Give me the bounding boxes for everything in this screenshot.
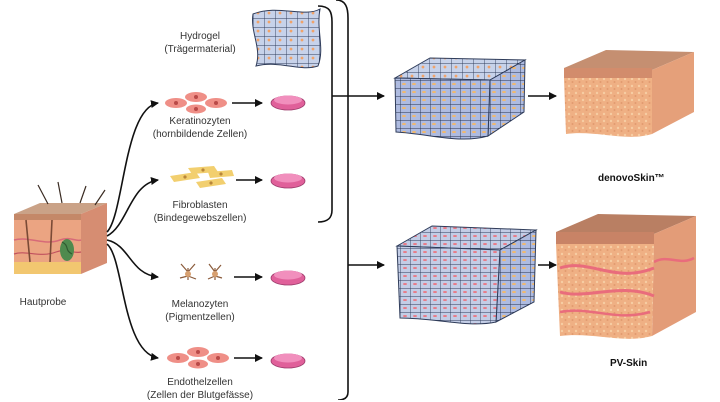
arrow-to-keratinocytes [106, 100, 159, 233]
grouping-brackets [317, 0, 349, 400]
petri-dish-keratinocytes [270, 95, 306, 111]
petri-dish-endothelial [270, 353, 306, 369]
fibroblast-cells [170, 166, 234, 188]
bracket-upper [317, 5, 333, 223]
arrow-to-fibroblasts [106, 177, 159, 237]
branch-arrows [106, 100, 159, 361]
endothelial-cells [167, 347, 229, 369]
fibroblasts-name: Fibroblasten [172, 200, 228, 211]
keratinocytes-description: (hornbildende Zellen) [152, 129, 248, 140]
label-denovoskin: denovoSkin™ [598, 173, 665, 184]
hydrogel-illustration [252, 8, 322, 69]
keratinocyte-cells [165, 92, 227, 114]
seeded-scaffold-denovo [393, 57, 527, 140]
hydrogel-name: Hydrogel [179, 31, 221, 42]
bracket-large [335, 0, 349, 400]
pvskin-illustration [556, 214, 696, 339]
melanocytes-description: (Pigmentzellen) [165, 312, 235, 323]
denovoskin-illustration [564, 50, 694, 137]
melanocyte-cells [179, 263, 223, 280]
hydrogel-description: (Trägermaterial) [164, 44, 236, 55]
label-keratinocytes: Keratinozyten (hornbildende Zellen) [130, 115, 270, 141]
arrow-to-endothelial [106, 243, 159, 361]
seeded-scaffold-pv [395, 225, 538, 325]
fibroblasts-description: (Bindegewebszellen) [153, 213, 247, 224]
skin-sample-illustration [13, 181, 107, 274]
label-fibroblasts: Fibroblasten (Bindegewebszellen) [130, 199, 270, 225]
endothelial-name: Endothelzellen [167, 377, 233, 388]
label-endothelial: Endothelzellen (Zellen der Blutgefässe) [125, 376, 275, 402]
petri-dish-fibroblasts [270, 173, 306, 189]
label-pvskin: PV-Skin [610, 358, 648, 369]
label-hautprobe: Hautprobe [6, 296, 80, 309]
melanocytes-name: Melanozyten [171, 299, 229, 310]
arrow-to-melanocytes [106, 239, 159, 281]
endothelial-description: (Zellen der Blutgefässe) [146, 390, 254, 401]
label-melanocytes: Melanozyten (Pigmentzellen) [130, 298, 270, 324]
keratinocytes-name: Keratinozyten [169, 116, 231, 127]
hautprobe-text: Hautprobe [19, 297, 67, 308]
label-hydrogel: Hydrogel (Trägermaterial) [140, 30, 260, 56]
petri-dish-melanocytes [270, 270, 306, 286]
